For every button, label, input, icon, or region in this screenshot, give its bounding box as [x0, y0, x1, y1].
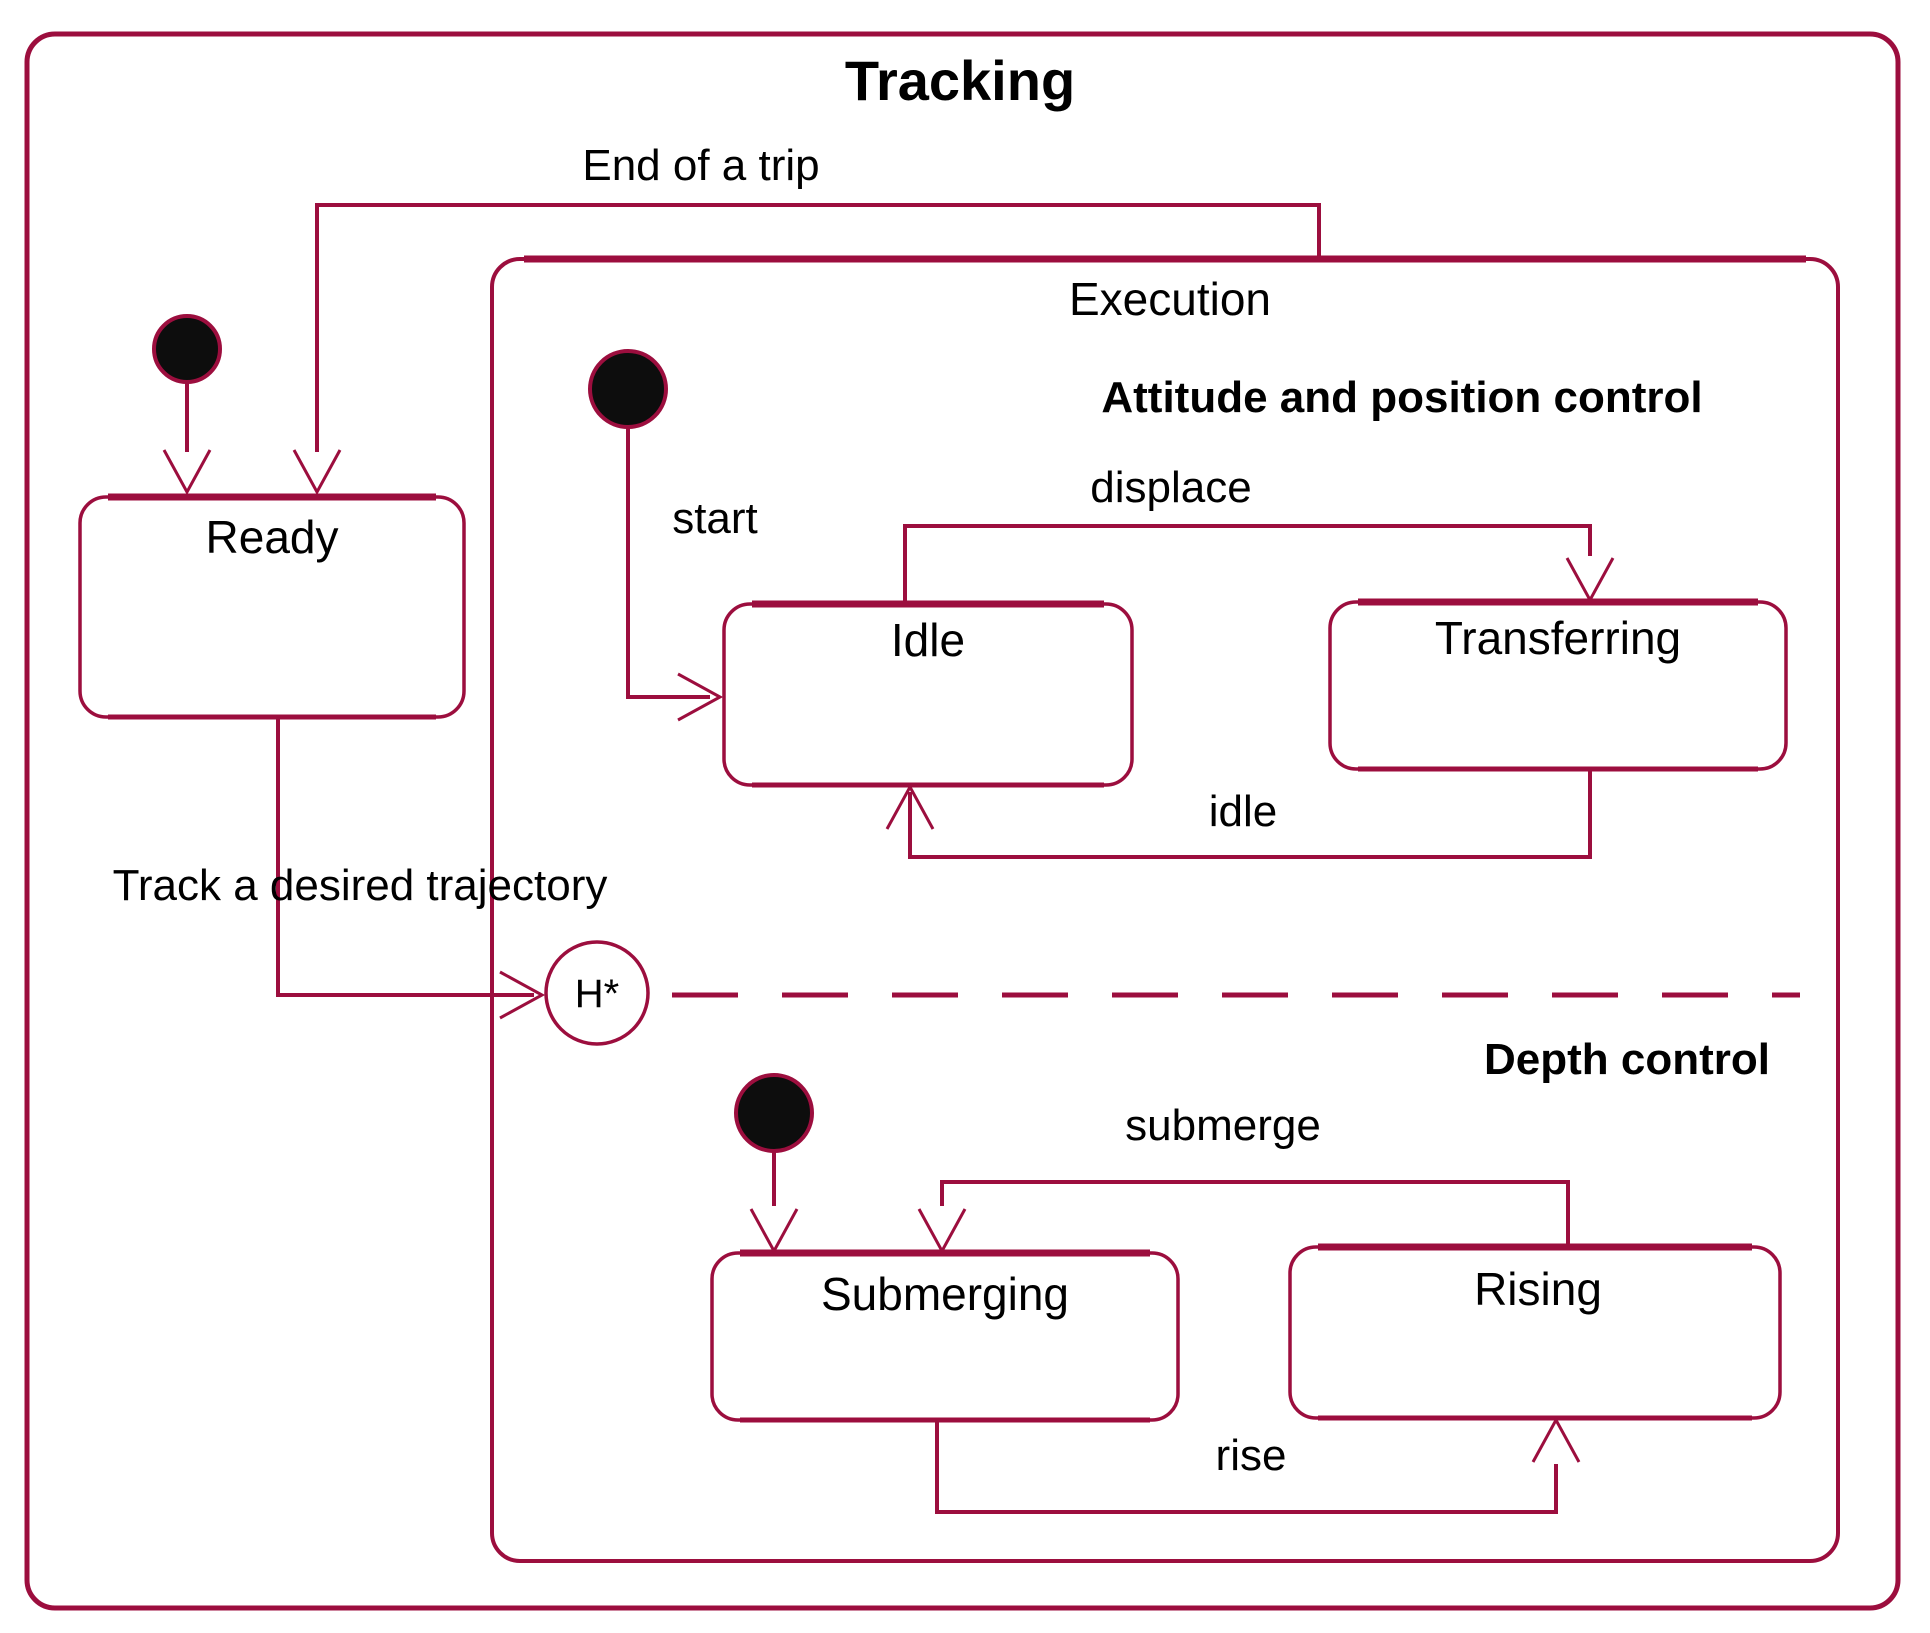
end-of-trip-transition-label: End of a trip [582, 141, 819, 190]
tracking-initial-state-icon [152, 314, 222, 384]
displace-transition-line [903, 524, 1592, 604]
end-of-trip-transition-line [315, 203, 1321, 452]
attitude-initial-state-icon [588, 349, 668, 429]
tracking-state-title: Tracking [845, 49, 1075, 112]
idle-transition-label: idle [1209, 787, 1278, 836]
idle-transition-line [908, 769, 1592, 859]
start-transition-label: start [672, 494, 758, 543]
depth-initial-state-icon [734, 1073, 814, 1153]
tracking-state-box [24, 31, 1901, 1611]
end-of-trip-arrowhead-icon [292, 449, 342, 496]
execution-state-box [490, 257, 1840, 1563]
depth-region-title: Depth control [1484, 1035, 1770, 1084]
displace-transition-label: displace [1090, 463, 1251, 512]
deep-history-pseudostate-icon [544, 940, 650, 1046]
attitude-region-title: Attitude and position control [1101, 373, 1702, 422]
start-arrowhead-icon [677, 672, 724, 722]
submerging-state-label: Submerging [821, 1268, 1069, 1320]
rise-transition-label: rise [1216, 1431, 1287, 1480]
start-transition-line [626, 427, 710, 699]
depth-initial-arrowhead-icon [749, 1208, 799, 1255]
track-trajectory-transition-line [276, 717, 534, 997]
displace-arrowhead-icon [1565, 557, 1615, 604]
rise-arrowhead-icon [1531, 1416, 1581, 1463]
track-trajectory-arrowhead-icon [499, 970, 546, 1020]
rising-state-label: Rising [1474, 1263, 1602, 1315]
submerge-arrowhead-icon [917, 1208, 967, 1255]
submerge-transition-line [940, 1180, 1570, 1247]
idle-state-label: Idle [891, 614, 965, 666]
deep-history-label: H* [575, 972, 619, 1016]
idle-arrowhead-icon [885, 783, 935, 830]
submerge-transition-label: submerge [1125, 1101, 1321, 1150]
tracking-initial-arrowhead-icon [162, 449, 212, 496]
rise-transition-line [935, 1420, 1558, 1514]
ready-state-label: Ready [206, 511, 339, 563]
track-trajectory-transition-label: Track a desired trajectory [113, 861, 608, 910]
execution-state-title: Execution [1069, 273, 1271, 325]
transferring-state-label: Transferring [1435, 612, 1681, 664]
